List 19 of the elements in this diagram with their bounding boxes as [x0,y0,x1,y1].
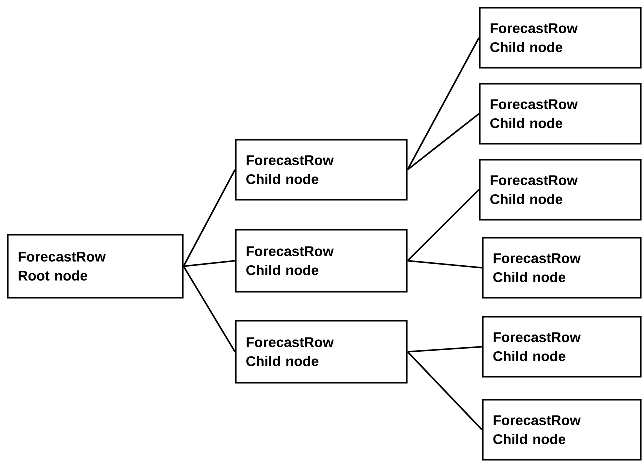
tree-node-box: ForecastRow Child node [479,83,642,145]
connector-line [407,351,483,431]
tree-node-box: ForecastRow Child node [479,7,642,69]
connector-line [407,113,480,171]
tree-node-box: ForecastRow Child node [482,399,642,461]
tree-node-box: ForecastRow Child node [482,237,642,299]
connector-line [183,170,236,267]
connector-line [408,260,482,269]
connector-line [407,189,480,262]
tree-node-box: ForecastRow Child node [235,320,408,384]
tree-node-box: ForecastRow Child node [235,139,408,201]
connector-line [407,38,480,170]
tree-node-box: ForecastRow Child node [479,159,642,221]
connector-line [184,260,236,268]
tree-node-box: ForecastRow Root node [7,234,184,299]
connector-line [408,346,482,353]
tree-node-box: ForecastRow Child node [482,316,642,378]
connector-line [183,266,236,352]
tree-node-box: ForecastRow Child node [235,229,408,293]
